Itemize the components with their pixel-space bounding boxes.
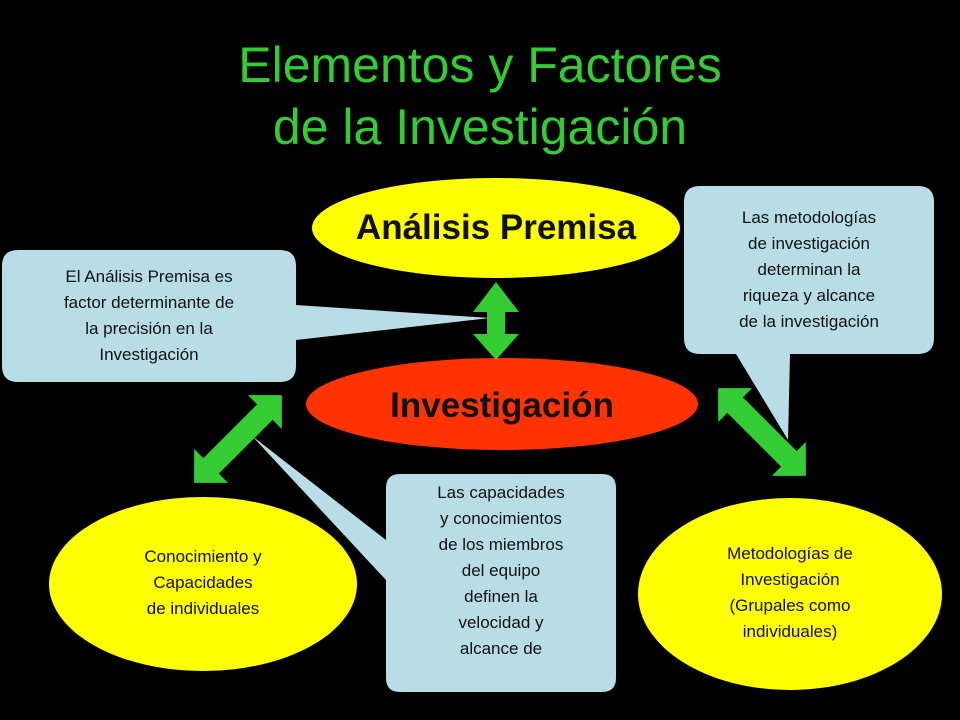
callout-left-text: El Análisis Premisa es factor determinan… [63, 267, 235, 364]
callout-bottom-text: Las capacidades y conocimientos de los m… [437, 483, 565, 658]
investigacion-label: Investigación [390, 386, 614, 425]
title-line-1: Elementos y Factores [238, 37, 722, 93]
arrow-diagonal-left [194, 395, 282, 483]
metodologias-label: Metodologías de Investigación (Grupales … [727, 544, 853, 641]
callout-bottom-shape [252, 436, 616, 692]
metodologias-oval [638, 498, 942, 690]
conocimiento-label: Conocimiento y Capacidades de individual… [144, 547, 262, 618]
conocimiento-oval [49, 497, 357, 671]
arrow-vertical-center [473, 282, 519, 360]
analisis-premisa-oval [312, 178, 680, 278]
arrow-diagonal-right [718, 388, 806, 476]
title-line-2: de la Investigación [272, 99, 688, 155]
analisis-premisa-label: Análisis Premisa [355, 208, 637, 247]
callout-right-shape [684, 186, 934, 440]
callout-right-text: Las metodologías de investigación determ… [739, 208, 879, 331]
callout-left-shape [2, 250, 490, 382]
investigacion-oval [306, 358, 698, 450]
